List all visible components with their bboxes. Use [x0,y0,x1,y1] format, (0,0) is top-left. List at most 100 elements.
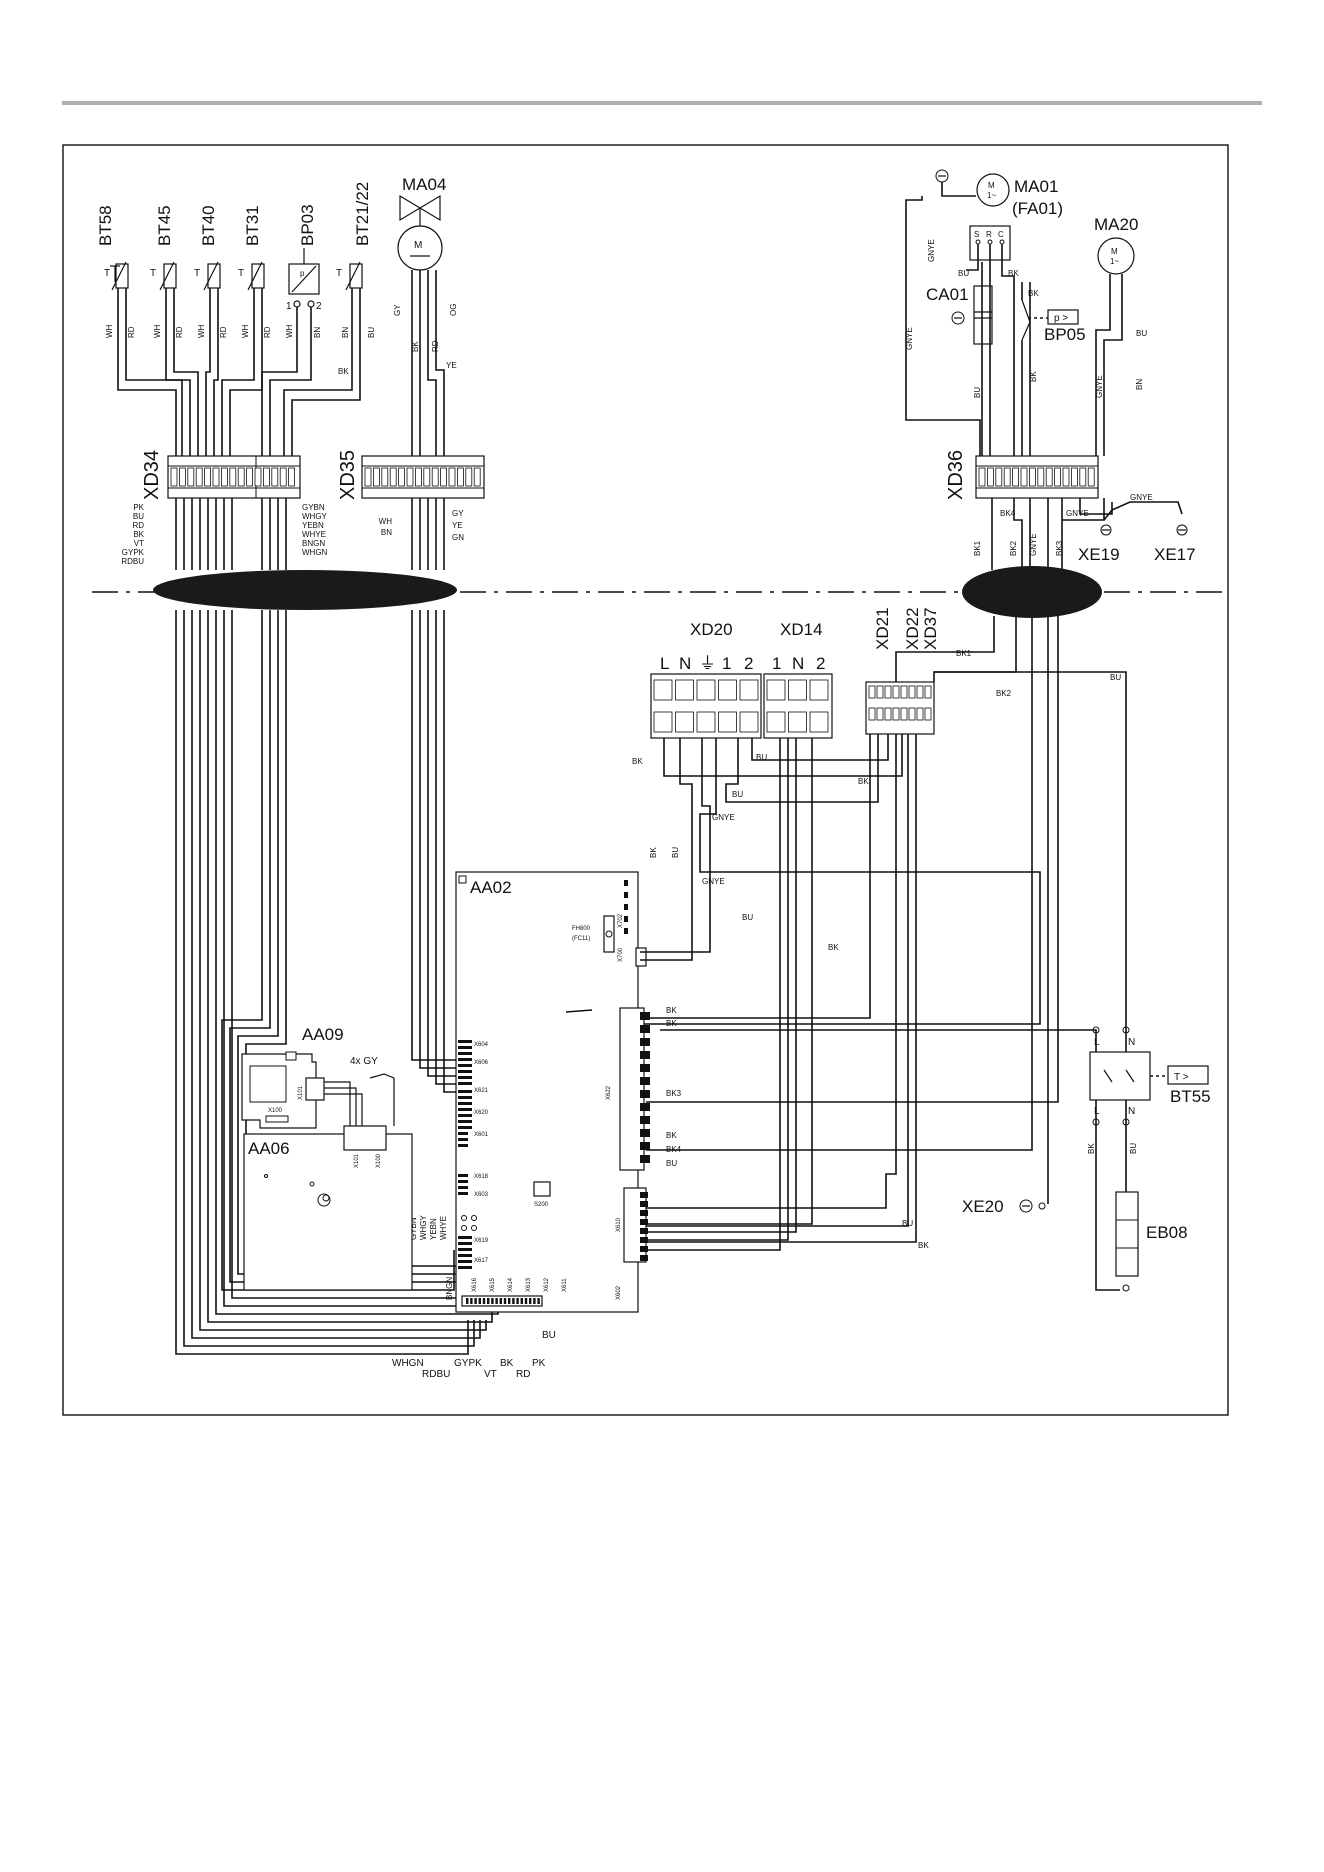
mid-l1: WHGY [419,1214,428,1240]
ma04-wires [411,270,445,456]
conn-x621: X621 [474,1088,489,1094]
right-cable-bundle [962,566,1102,618]
aa09-aa06-wires [324,1073,395,1126]
lbl-bk-x622b: BK [666,1019,677,1028]
xd35-terminal-cell [456,467,464,487]
bt21-t-text: T [336,268,342,279]
ma04-m-text: M [414,240,422,251]
aa02-left-pin [458,1120,472,1123]
xd34-terminal-cell [204,467,212,487]
wire-label-t10: BN [341,327,350,338]
mid-l2: YEBN [429,1218,438,1240]
x610-pin [640,1228,648,1234]
lbl-bu-xd20: BU [756,753,767,762]
x622-pin [640,1090,650,1098]
aa09-x101: X101 [298,1085,304,1100]
lbl-bu-x622: BU [666,1159,677,1168]
x610-pin [640,1201,648,1207]
wire-label-bk-xd34: BK [338,367,349,376]
bt58-t-text: T [104,268,110,279]
xd36-terminal-cell [1045,467,1053,487]
xd34-r5: WHGN [302,548,328,557]
xd34-r1: WHGY [302,512,328,521]
xe20-label: XE20 [962,1197,1004,1216]
bp05-box-text: p > [1054,313,1068,324]
xd34-l1: BU [133,512,144,521]
eb08-label: EB08 [1146,1223,1188,1242]
xd35-cells [364,467,481,487]
ma04-wire-bk: BK [411,341,420,352]
bt31-t-text: T [238,268,244,279]
xd21-label: XD21 [873,607,892,650]
xd35-r0: GY [452,509,464,518]
bot-pk: PK [532,1358,546,1369]
aa02-label: AA02 [470,878,512,897]
aa02-bottom-pin [482,1298,486,1304]
aa02-bottom-pin [499,1298,502,1304]
aa02-bottom-pin [508,1298,511,1304]
xd14-terminal-block: XD14 1 N 2 [763,620,833,739]
sensor-wires [117,288,361,456]
xd35-terminal-cell [465,467,473,487]
xd34-r3: WHYE [302,530,326,539]
right-bundle-wires [646,616,1127,1204]
aa02-mid-labels: GYBN WHGY YEBN WHYE [409,1214,448,1240]
ma01-motor: M 1~ MA01 (FA01) S R C [969,173,1063,261]
xd14-pin-2: 2 [816,654,825,673]
xd35-terminal-cell [414,467,422,487]
mid-l3: WHYE [439,1216,448,1240]
conn-x612: X612 [544,1277,550,1292]
conn-x611: X611 [562,1278,568,1292]
x622-pin [640,1142,650,1150]
xd14-terminal-cell [766,679,786,701]
wire-label-t4: WH [197,324,206,338]
bot-rd: RD [516,1369,530,1380]
xd21-terminal-cell [876,685,884,699]
xd36-terminal-cell [1020,467,1028,487]
xd36-bu: BU [973,387,982,398]
xd34-terminal-cell [178,467,186,487]
xd34-terminal-cell [220,467,228,487]
aa02-left-pin [458,1082,472,1085]
aa02-left-pin [458,1076,472,1079]
wire-label-t1: RD [127,326,136,338]
bt40-label: BT40 [199,205,218,246]
bot-whgn: WHGN [392,1358,424,1369]
ma04-label: MA04 [402,175,446,194]
ma04-wire-ye: YE [446,361,457,370]
bot-bu: BU [542,1330,556,1341]
lbl-gnye2: GNYE [702,877,725,886]
conn-x620: X620 [474,1110,489,1116]
bt45-sensor-icon: T [150,261,177,291]
aa02-left-pin [458,1260,472,1263]
aa02-bottom-pin [466,1298,469,1304]
xd34-terminal-cell [288,467,296,487]
ma01-m: M [988,181,995,190]
bp03-pin1: 1 [286,301,292,312]
lbl-bk3: BK [828,943,839,952]
aa02-bottom-pin [474,1298,477,1304]
aa02-left-pin [458,1186,468,1189]
aa02-left-pin [458,1174,468,1177]
xe20-ground: XE20 [962,1197,1046,1216]
xd36-bk4: BK4 [1000,509,1016,518]
conn-x613: X613 [526,1277,532,1292]
xd20-terminal-cell [718,679,737,701]
eb08-heater: EB08 [1115,1191,1188,1292]
aa02-bottom-pin [478,1298,481,1304]
aa02-left-pin [458,1242,472,1245]
xd34-terminal-cell [246,467,254,487]
ma01-s: S [974,230,979,239]
xd20-terminal-cell [696,679,716,701]
xd35-terminal-cell [431,467,439,487]
conn-x601: X601 [474,1132,489,1138]
aa02-left-pin [458,1052,472,1055]
aa02-bottom-pin [524,1298,528,1304]
bot-bk: BK [500,1358,514,1369]
xd34-cells [170,467,296,487]
aa02-left-pin [458,1090,472,1093]
xd35-label: XD35 [337,450,359,500]
xd34-left-labels: PK BU RD BK VT GYPK RDBU [121,503,144,566]
mid-l0: GYBN [409,1217,418,1240]
